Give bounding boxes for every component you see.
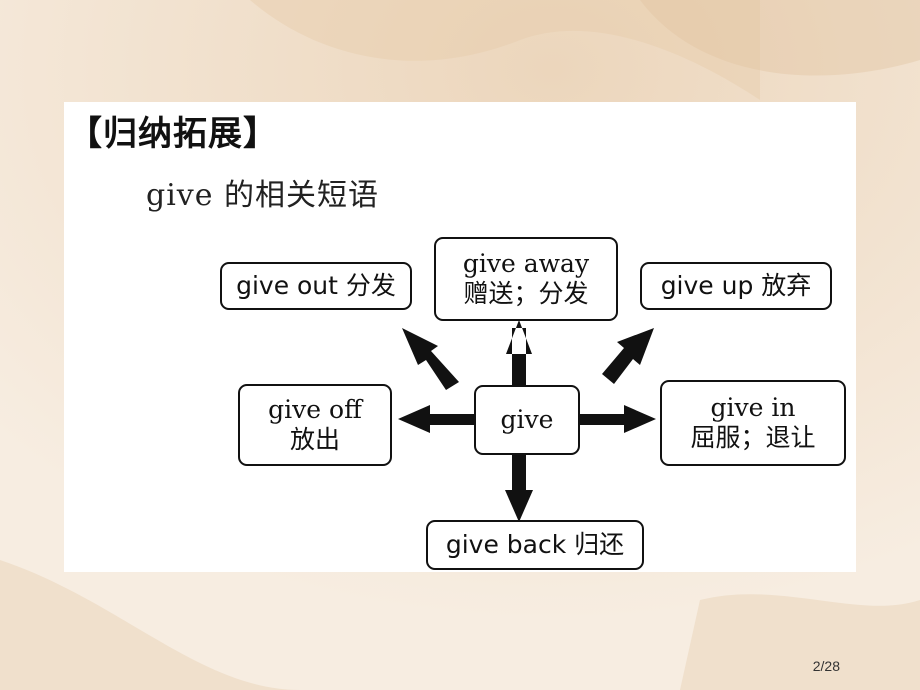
node-label: give out 分发 bbox=[236, 271, 396, 300]
node-give-out: give out 分发 bbox=[220, 262, 412, 310]
node-label: give off bbox=[268, 395, 362, 424]
center-label: give bbox=[500, 405, 554, 434]
section-heading: 【归纳拓展】 bbox=[68, 114, 278, 154]
arrow-right-icon bbox=[580, 405, 656, 433]
arrow-upleft-icon bbox=[402, 328, 459, 390]
arrow-left-icon bbox=[398, 405, 474, 433]
arrow-down-icon bbox=[505, 452, 533, 522]
arrow-upright-icon bbox=[602, 328, 654, 384]
node-label: give up 放弃 bbox=[660, 271, 812, 300]
node-label: give away bbox=[462, 249, 590, 278]
page-number: 2/28 bbox=[812, 658, 840, 674]
content-panel: 【归纳拓展】 give 的相关短语 give give out 分发 give … bbox=[64, 102, 856, 572]
arrow-up-icon bbox=[506, 320, 532, 354]
node-give-off: give off 放出 bbox=[238, 384, 392, 466]
arrow-layer bbox=[398, 320, 656, 522]
node-give-up: give up 放弃 bbox=[640, 262, 832, 310]
node-label: give back 归还 bbox=[445, 530, 625, 559]
arrow-up-icon-shaft bbox=[512, 354, 526, 385]
center-node: give bbox=[474, 385, 580, 455]
node-translation: 赠送；分发 bbox=[463, 279, 589, 308]
node-give-back: give back 归还 bbox=[426, 520, 644, 570]
node-translation: 放出 bbox=[289, 425, 340, 454]
node-give-in: give in 屈服；退让 bbox=[660, 380, 846, 466]
diagram-subtitle: give 的相关短语 bbox=[146, 178, 380, 213]
node-label: give in bbox=[710, 393, 796, 422]
node-give-away: give away 赠送；分发 bbox=[434, 237, 618, 321]
node-translation: 屈服；退让 bbox=[690, 423, 816, 452]
